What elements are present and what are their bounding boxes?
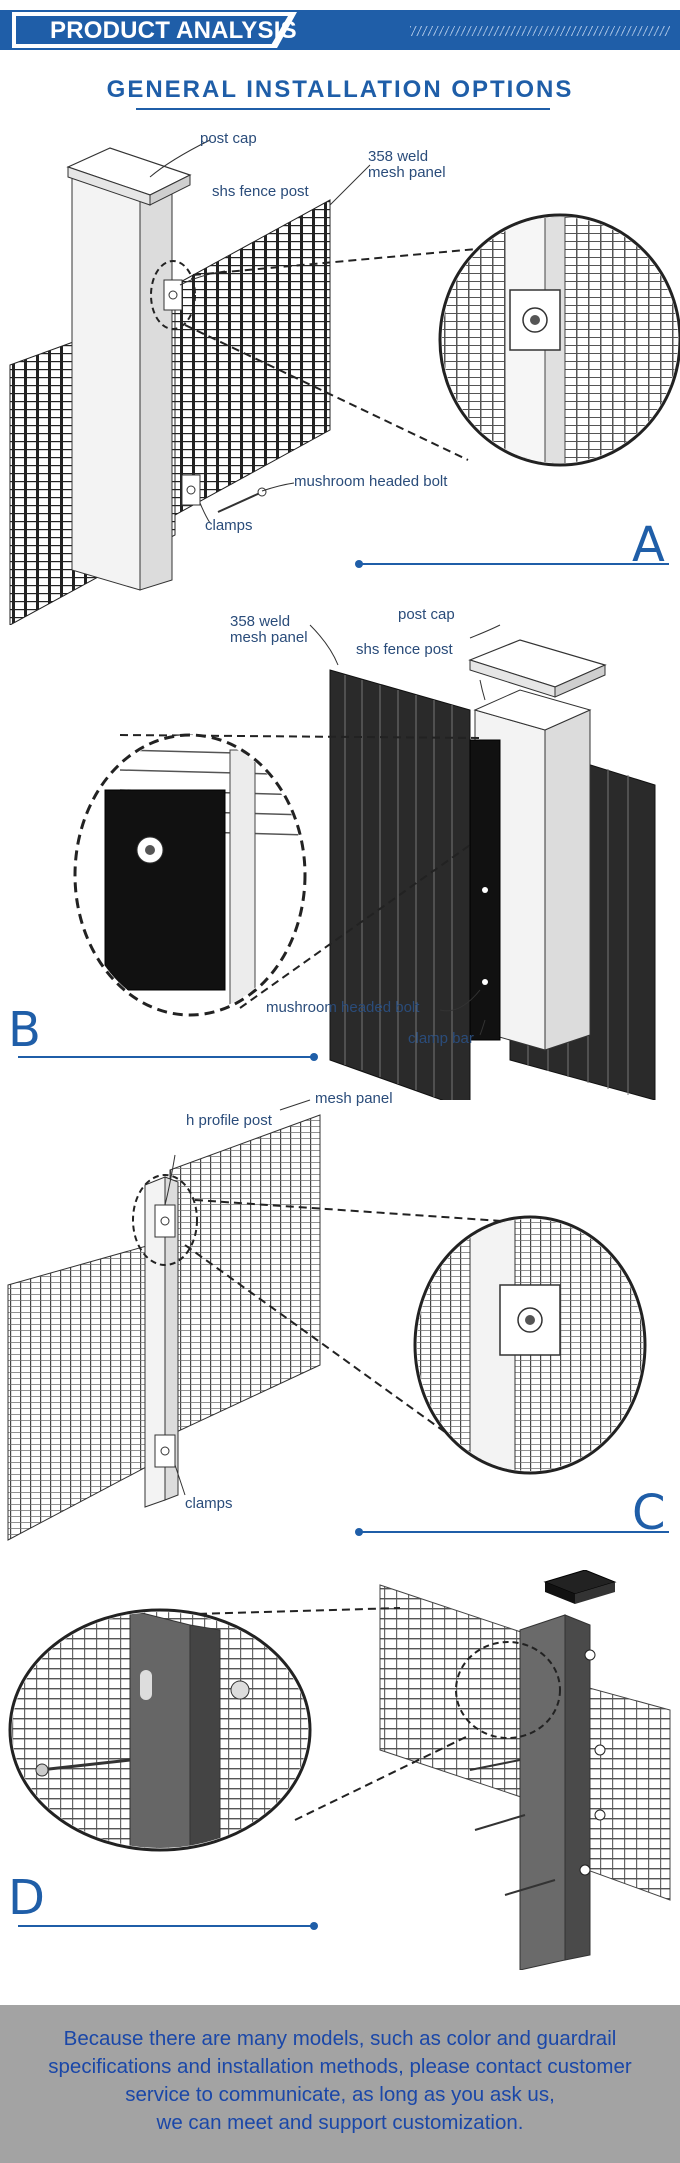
option-a-illustration [9, 139, 680, 625]
footer-line-1: Because there are many models, such as c… [63, 2027, 617, 2050]
option-d-illustration [8, 1570, 671, 1970]
marker-line-a [359, 563, 669, 565]
header-tab-inner [16, 16, 288, 44]
label-clamp-bar: clamp bar [408, 1030, 474, 1047]
label-post-cap: post cap [398, 606, 455, 623]
zoom-detail-b [73, 733, 307, 1017]
page-header: PRODUCT ANALYSIS [0, 0, 680, 54]
bolt-icons [469, 1759, 556, 1896]
option-c-illustration [7, 1099, 647, 1541]
footer-line-2: specifications and installation methods,… [48, 2055, 632, 2078]
footer-line-4: we can meet and support customization. [156, 2111, 524, 2134]
option-b-illustration [73, 624, 656, 1100]
label-clamps: clamps [205, 517, 253, 534]
zoom-detail-c [413, 1215, 647, 1475]
installation-panel-c: mesh panel h profile post clamps C [0, 1085, 680, 1555]
marker-line-b [18, 1056, 313, 1058]
option-letter-c: C [632, 1485, 666, 1541]
label-358-weld-line2: mesh panel [230, 629, 308, 646]
label-mushroom-bolt: mushroom headed bolt [294, 473, 448, 490]
mesh-panel-left [7, 1244, 151, 1541]
marker-line-d [18, 1925, 313, 1927]
label-post-cap: post cap [200, 130, 257, 147]
footer-notice: Because there are many models, such as c… [0, 2005, 680, 2163]
h-profile-post [519, 1614, 566, 1970]
footer-text: Because there are many models, such as c… [10, 2025, 670, 2137]
mesh-panel-main [329, 669, 471, 1100]
header-hatch [410, 26, 670, 36]
zoom-detail-d [8, 1608, 312, 1852]
marker-dot-b [310, 1053, 318, 1061]
label-shs-post: shs fence post [356, 641, 453, 658]
shs-post-side [544, 709, 591, 1051]
installation-panel-a: post cap 358 weld mesh panel shs fence p… [0, 115, 680, 625]
installation-panel-d: D [0, 1570, 680, 1970]
marker-line-c [359, 1531, 669, 1533]
installation-panel-b: post cap 358 weld mesh panel shs fence p… [0, 590, 680, 1100]
option-letter-a: A [632, 517, 665, 573]
option-letter-d: D [8, 1870, 45, 1926]
section-title: GENERAL INSTALLATION OPTIONS [106, 76, 574, 103]
label-h-profile-post: h profile post [186, 1112, 272, 1129]
zoom-detail-a [438, 213, 680, 467]
mesh-panel-right [174, 199, 331, 516]
shs-post-top [473, 689, 592, 731]
footer-line-3: service to communicate, as long as you a… [125, 2083, 555, 2106]
section-title-underline [136, 108, 550, 110]
option-letter-b: B [8, 1002, 41, 1058]
label-358-weld-line1: 358 weld [368, 148, 429, 165]
mushroom-bolt-icon [217, 492, 261, 513]
label-clamps: clamps [185, 1495, 233, 1512]
label-mesh-panel: mesh panel [315, 1090, 393, 1107]
shs-post-side [139, 174, 173, 591]
shs-post-front [71, 169, 141, 591]
header-title: PRODUCT ANALYSIS [50, 17, 297, 44]
label-358-weld-line2: mesh panel [368, 164, 446, 181]
label-358-weld-line1: 358 weld [230, 613, 291, 630]
label-mushroom-bolt: mushroom headed bolt [266, 999, 420, 1016]
mesh-panel-right [169, 1114, 321, 1436]
marker-dot-d [310, 1922, 318, 1930]
label-shs-post: shs fence post [212, 183, 309, 200]
